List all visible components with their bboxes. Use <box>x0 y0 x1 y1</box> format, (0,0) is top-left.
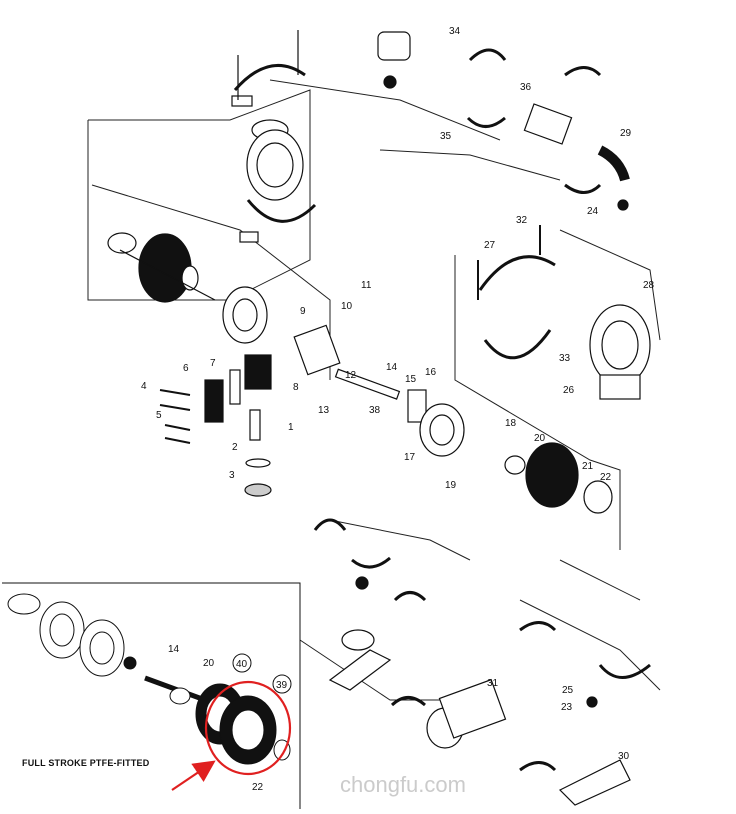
inset-label-22: 22 <box>252 782 264 793</box>
part-label-7: 7 <box>210 358 216 369</box>
inset-callout-circle-40 <box>232 653 252 673</box>
lower-manifold <box>313 518 651 806</box>
part-label-14: 14 <box>386 362 398 373</box>
part-label-23: 23 <box>561 702 573 713</box>
part-label-17: 17 <box>404 452 416 463</box>
part-label-3: 3 <box>229 470 235 481</box>
part-label-26: 26 <box>563 385 575 396</box>
inset-label-20: 20 <box>203 658 215 669</box>
inset-labels: 14 20 40 39 22 <box>168 644 292 793</box>
right-chamber <box>478 255 651 400</box>
right-diaphragm-stack <box>419 403 613 514</box>
part-label-24: 24 <box>587 206 599 217</box>
part-label-29: 29 <box>620 128 632 139</box>
part-label-4: 4 <box>141 381 147 392</box>
part-label-2: 2 <box>232 442 238 453</box>
part-label-18: 18 <box>505 418 517 429</box>
part-label-15: 15 <box>405 374 417 385</box>
part-label-10: 10 <box>341 301 353 312</box>
part-label-36: 36 <box>520 82 532 93</box>
inset-full-stroke <box>2 582 301 809</box>
inset-label-14: 14 <box>168 644 180 655</box>
part-label-25: 25 <box>562 685 574 696</box>
part-label-12: 12 <box>345 370 357 381</box>
bolts <box>159 225 541 444</box>
inset-label-39: 39 <box>276 680 288 691</box>
part-label-33: 33 <box>559 353 571 364</box>
left-diaphragm-stack <box>107 232 268 344</box>
inset-caption: FULL STROKE PTFE-FITTED <box>22 758 150 768</box>
upper-left-clamp <box>231 30 306 107</box>
part-label-19: 19 <box>445 480 457 491</box>
part-label-21: 21 <box>582 461 594 472</box>
inset-callout-circle-39 <box>272 674 292 694</box>
inset-label-40: 40 <box>236 659 248 670</box>
inset-highlight <box>171 680 292 791</box>
part-label-16: 16 <box>425 367 437 378</box>
part-label-31: 31 <box>487 678 499 689</box>
part-label-34: 34 <box>449 26 461 37</box>
part-label-8: 8 <box>293 382 299 393</box>
assembly-lines <box>87 79 661 701</box>
part-label-9: 9 <box>300 306 306 317</box>
part-label-22: 22 <box>600 472 612 483</box>
part-label-11: 11 <box>361 280 372 291</box>
part-label-6: 6 <box>183 363 189 374</box>
upper-right-manifold <box>377 31 630 211</box>
watermark: chongfu.com <box>340 772 466 797</box>
part-label-13: 13 <box>318 405 330 416</box>
part-label-20: 20 <box>534 433 546 444</box>
part-label-28: 28 <box>643 280 655 291</box>
part-label-30: 30 <box>618 751 630 762</box>
part-label-27: 27 <box>484 240 496 251</box>
part-label-5: 5 <box>156 410 162 421</box>
part-label-35: 35 <box>440 131 452 142</box>
part-label-32: 32 <box>516 215 528 226</box>
center-valve-body <box>204 324 427 497</box>
part-label-38: 38 <box>369 405 381 416</box>
left-chamber-top <box>239 119 317 243</box>
part-label-1: 1 <box>288 422 294 433</box>
